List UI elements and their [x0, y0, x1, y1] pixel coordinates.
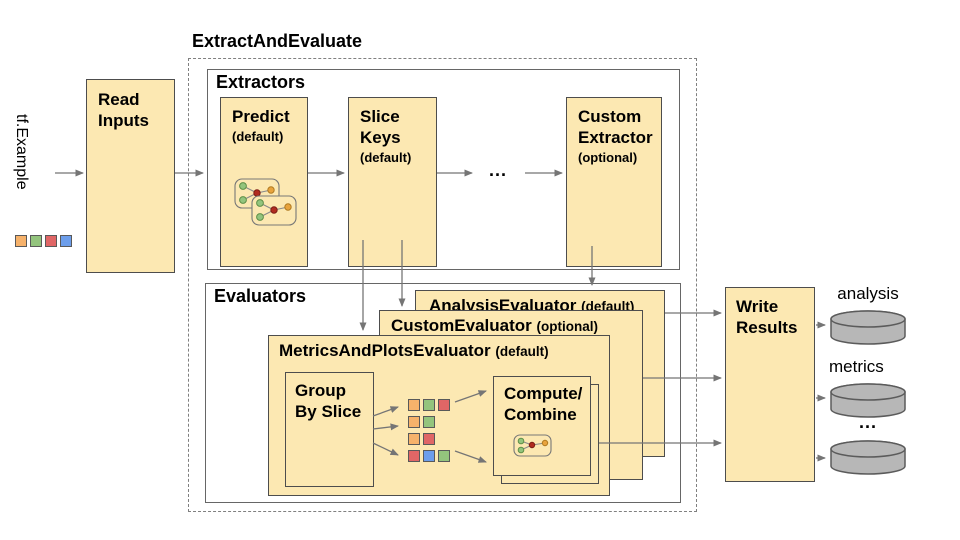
write-results-label-line1: Write [736, 297, 779, 316]
combine-graph-icon [513, 434, 552, 457]
sliced-examples-row [408, 416, 450, 428]
extractors-heading: Extractors [216, 72, 306, 92]
compute-combine-label-line1: Compute/ [504, 384, 583, 403]
metrics-and-plots-evaluator-box: MetricsAndPlotsEvaluator (default) Group… [268, 335, 610, 496]
sliced-examples-row [408, 450, 450, 462]
other-database-icon [830, 440, 906, 475]
evaluators-container [205, 283, 681, 503]
blue-example-swatch [423, 450, 435, 462]
green-example-swatch [423, 399, 435, 411]
blue-example-swatch [60, 235, 72, 247]
predict-label: Predict [232, 107, 290, 126]
extract-and-evaluate-container [188, 58, 697, 512]
metrics-and-plots-evaluator-label: MetricsAndPlotsEvaluator [279, 341, 491, 360]
analysis-database-icon [830, 310, 906, 345]
read-inputs-label-line1: Read [98, 90, 140, 109]
custom-extractor-label-line2: Extractor [578, 128, 653, 148]
write-results-label-line2: Results [736, 318, 798, 338]
metrics-output-label: metrics [829, 357, 884, 376]
red-example-swatch [45, 235, 57, 247]
group-by-slice-label-line1: Group [295, 381, 346, 400]
read-inputs-box: Read Inputs [86, 79, 175, 273]
red-example-swatch [408, 450, 420, 462]
orange-example-swatch [15, 235, 27, 247]
write-results-box: Write Results [725, 287, 815, 482]
orange-example-swatch [408, 416, 420, 428]
metrics-database-icon [830, 383, 906, 418]
outputs-ellipsis: ... [858, 412, 877, 432]
red-example-swatch [438, 399, 450, 411]
sliced-example-groups [408, 399, 450, 462]
custom-extractor-box: Custom Extractor (optional) [566, 97, 662, 267]
evaluators-heading: Evaluators [214, 286, 307, 306]
tf-example-label: tf.Example [13, 114, 30, 190]
slice-keys-qualifier: (default) [360, 150, 412, 166]
red-example-swatch [423, 433, 435, 445]
slice-keys-label-line2: Keys [360, 128, 401, 148]
predict-extractor-box: Predict (default) [220, 97, 308, 267]
custom-extractor-qualifier: (optional) [578, 150, 638, 166]
analysis-output-label: analysis [837, 284, 899, 303]
extractors-container [207, 69, 680, 270]
predict-qualifier: (default) [232, 129, 284, 145]
slice-keys-extractor-box: Slice Keys (default) [348, 97, 437, 267]
input-example-swatches [15, 235, 72, 247]
custom-evaluator-label: CustomEvaluator [391, 316, 532, 335]
sliced-examples-row [408, 433, 450, 445]
green-example-swatch [438, 450, 450, 462]
extractors-ellipsis: ... [488, 160, 507, 180]
group-by-slice-label-line2: By Slice [295, 402, 362, 422]
diagram-title: ExtractAndEvaluate [192, 31, 363, 51]
green-example-swatch [423, 416, 435, 428]
green-example-swatch [30, 235, 42, 247]
sliced-examples-row [408, 399, 450, 411]
read-inputs-label-line2: Inputs [98, 111, 149, 131]
group-by-slice-box: Group By Slice [285, 372, 374, 487]
compute-combine-box: Compute/ Combine [493, 376, 591, 476]
orange-example-swatch [408, 433, 420, 445]
metrics-and-plots-evaluator-qualifier: (default) [495, 344, 549, 359]
compute-combine-label-line2: Combine [504, 405, 577, 425]
model-graph-icon [234, 178, 297, 226]
orange-example-swatch [408, 399, 420, 411]
slice-keys-label-line1: Slice [360, 107, 400, 126]
custom-extractor-label-line1: Custom [578, 107, 642, 126]
custom-evaluator-qualifier: (optional) [536, 319, 598, 334]
